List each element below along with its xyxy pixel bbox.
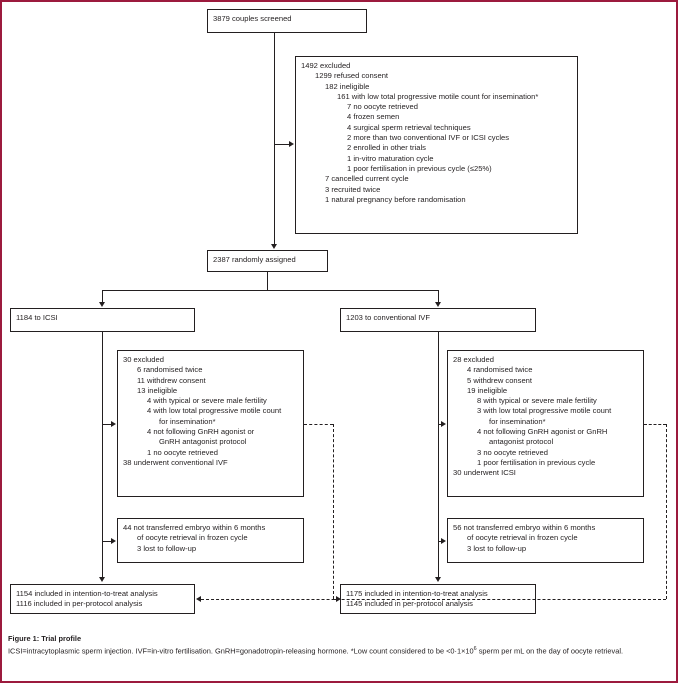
box-line: 1 poor fertilisation in previous cycle — [477, 457, 596, 467]
caption-body: ICSI=intracytoplasmic sperm injection. I… — [8, 644, 670, 657]
arrow-dashed-to-icsi-analysis — [196, 595, 201, 602]
arrow-ivf-to-analysis — [434, 577, 441, 582]
box-line: 6 randomised twice — [137, 365, 203, 375]
connector-to-excluded-top — [274, 144, 290, 145]
connector-split-to-ivf — [438, 290, 439, 303]
caption-body-post: sperm per mL on the day of oocyte retrie… — [476, 646, 624, 656]
dashed-icsi-crossover-top — [304, 424, 333, 425]
screened-box: 3879 couples screened — [207, 9, 367, 33]
arrow-split-to-icsi — [98, 302, 105, 307]
arrow-ivf-to-followup — [441, 537, 446, 544]
box-line: 4 frozen semen — [347, 112, 400, 122]
box-line: 1184 to ICSI — [16, 313, 58, 322]
box-line: 1299 refused consent — [315, 71, 389, 81]
box-line: antagonist protocol — [489, 437, 554, 447]
arrow-dashed-to-ivf-analysis — [336, 595, 341, 602]
arrow-screened-to-randomised — [270, 244, 277, 249]
connector-split-to-icsi — [102, 290, 103, 303]
box-line: 1145 included in per-protocol analysis — [346, 599, 473, 609]
box-line: 1 in-vitro maturation cycle — [347, 153, 434, 163]
box-line: 4 not following GnRH agonist or GnRH — [477, 427, 608, 437]
connector-ivf-to-followup — [438, 541, 441, 542]
box-line: 30 excluded — [123, 355, 164, 364]
arrow-icsi-to-analysis — [98, 577, 105, 582]
box-line: of oocyte retrieval in frozen cycle — [137, 533, 248, 543]
caption-superscript: 6 — [473, 646, 477, 653]
box-line: 3 lost to follow-up — [467, 543, 527, 553]
followup-icsi-box: 44 not transferred embryo within 6 month… — [117, 518, 304, 563]
arrow-split-to-ivf — [434, 302, 441, 307]
arrow-to-excluded-top — [289, 140, 294, 147]
box-line: GnRH antagonist protocol — [159, 437, 247, 447]
box-line: of oocyte retrieval in frozen cycle — [467, 533, 578, 543]
analysis-icsi-box: 1154 included in intention-to-treat anal… — [10, 584, 195, 614]
arrow-icsi-to-excluded — [111, 420, 116, 427]
box-line: 161 with low total progressive motile co… — [337, 91, 539, 101]
followup-ivf-box: 56 not transferred embryo within 6 month… — [447, 518, 644, 563]
box-line: 3 with low total progressive motile coun… — [477, 406, 612, 416]
box-line: 4 randomised twice — [467, 365, 533, 375]
box-line: 19 ineligible — [467, 385, 508, 395]
page-top-rule — [0, 0, 678, 2]
box-line: 1154 included in intention-to-treat anal… — [16, 589, 158, 598]
connector-randomised-down — [267, 272, 268, 290]
box-line: 2 more than two conventional IVF or ICSI… — [347, 133, 510, 143]
box-line: 2 enrolled in other trials — [347, 143, 426, 153]
box-line: 1175 included in intention-to-treat anal… — [346, 589, 488, 598]
box-line: 5 withdrew consent — [467, 375, 533, 385]
connector-split-bar — [102, 290, 438, 291]
box-line: 1203 to conventional IVF — [346, 313, 431, 322]
page-bottom-rule — [0, 681, 678, 683]
box-line: 2387 randomly assigned — [213, 255, 296, 264]
box-line: 4 not following GnRH agonist or — [147, 427, 255, 437]
arm-ivf-box: 1203 to conventional IVF — [340, 308, 536, 332]
caption-body-pre: ICSI=intracytoplasmic sperm injection. I… — [8, 646, 474, 656]
box-line: 1 no oocyte retrieved — [147, 447, 218, 457]
figure-caption: Figure 1: Trial profile ICSI=intracytopl… — [8, 634, 670, 657]
arm-icsi-box: 1184 to ICSI — [10, 308, 195, 332]
randomised-box: 2387 randomly assigned — [207, 250, 328, 272]
box-line: 4 with low total progressive motile coun… — [147, 406, 282, 416]
dashed-ivf-crossover-top — [644, 424, 666, 425]
box-line: 3879 couples screened — [213, 14, 292, 23]
box-line: 11 withdrew consent — [137, 375, 206, 385]
box-line: 3 lost to follow-up — [137, 543, 197, 553]
connector-screened-to-randomised — [274, 33, 275, 245]
connector-ivf-to-excluded — [438, 424, 441, 425]
connector-icsi-spine — [102, 332, 103, 577]
box-line: 1116 included in per-protocol analysis — [16, 599, 143, 609]
box-line: 38 underwent conventional IVF — [123, 457, 228, 467]
box-line: for insemination* — [159, 416, 216, 426]
box-line: 4 with typical or severe male fertility — [147, 396, 267, 406]
box-line: 13 ineligible — [137, 385, 178, 395]
arrow-icsi-to-followup — [111, 537, 116, 544]
connector-icsi-to-followup — [102, 541, 112, 542]
connector-icsi-to-excluded — [102, 424, 112, 425]
box-line: 56 not transferred embryo within 6 month… — [453, 523, 596, 532]
box-line: 1492 excluded — [301, 61, 351, 70]
box-line: 8 with typical or severe male fertility — [477, 396, 597, 406]
box-line: 1 poor fertilisation in previous cycle (… — [347, 163, 492, 173]
box-line: 4 surgical sperm retrieval techniques — [347, 122, 471, 132]
box-line: 7 cancelled current cycle — [325, 174, 409, 184]
dashed-ivf-crossover-vertical — [666, 424, 667, 599]
box-line: for insemination* — [489, 416, 546, 426]
connector-ivf-spine — [438, 332, 439, 577]
box-line: 28 excluded — [453, 355, 494, 364]
arrow-ivf-to-excluded — [441, 420, 446, 427]
box-line: 7 no oocyte retrieved — [347, 102, 418, 112]
caption-title: Figure 1: Trial profile — [8, 634, 82, 643]
box-line: 3 no oocyte retrieved — [477, 447, 548, 457]
dashed-icsi-crossover-vertical — [333, 424, 334, 599]
box-line: 30 underwent ICSI — [453, 468, 516, 478]
box-line: 182 ineligible — [325, 81, 370, 91]
box-line: 1 natural pregnancy before randomisation — [325, 194, 466, 204]
box-line: 3 recruited twice — [325, 184, 381, 194]
box-line: 44 not transferred embryo within 6 month… — [123, 523, 266, 532]
dashed-ivf-crossover-bottom — [201, 599, 666, 600]
